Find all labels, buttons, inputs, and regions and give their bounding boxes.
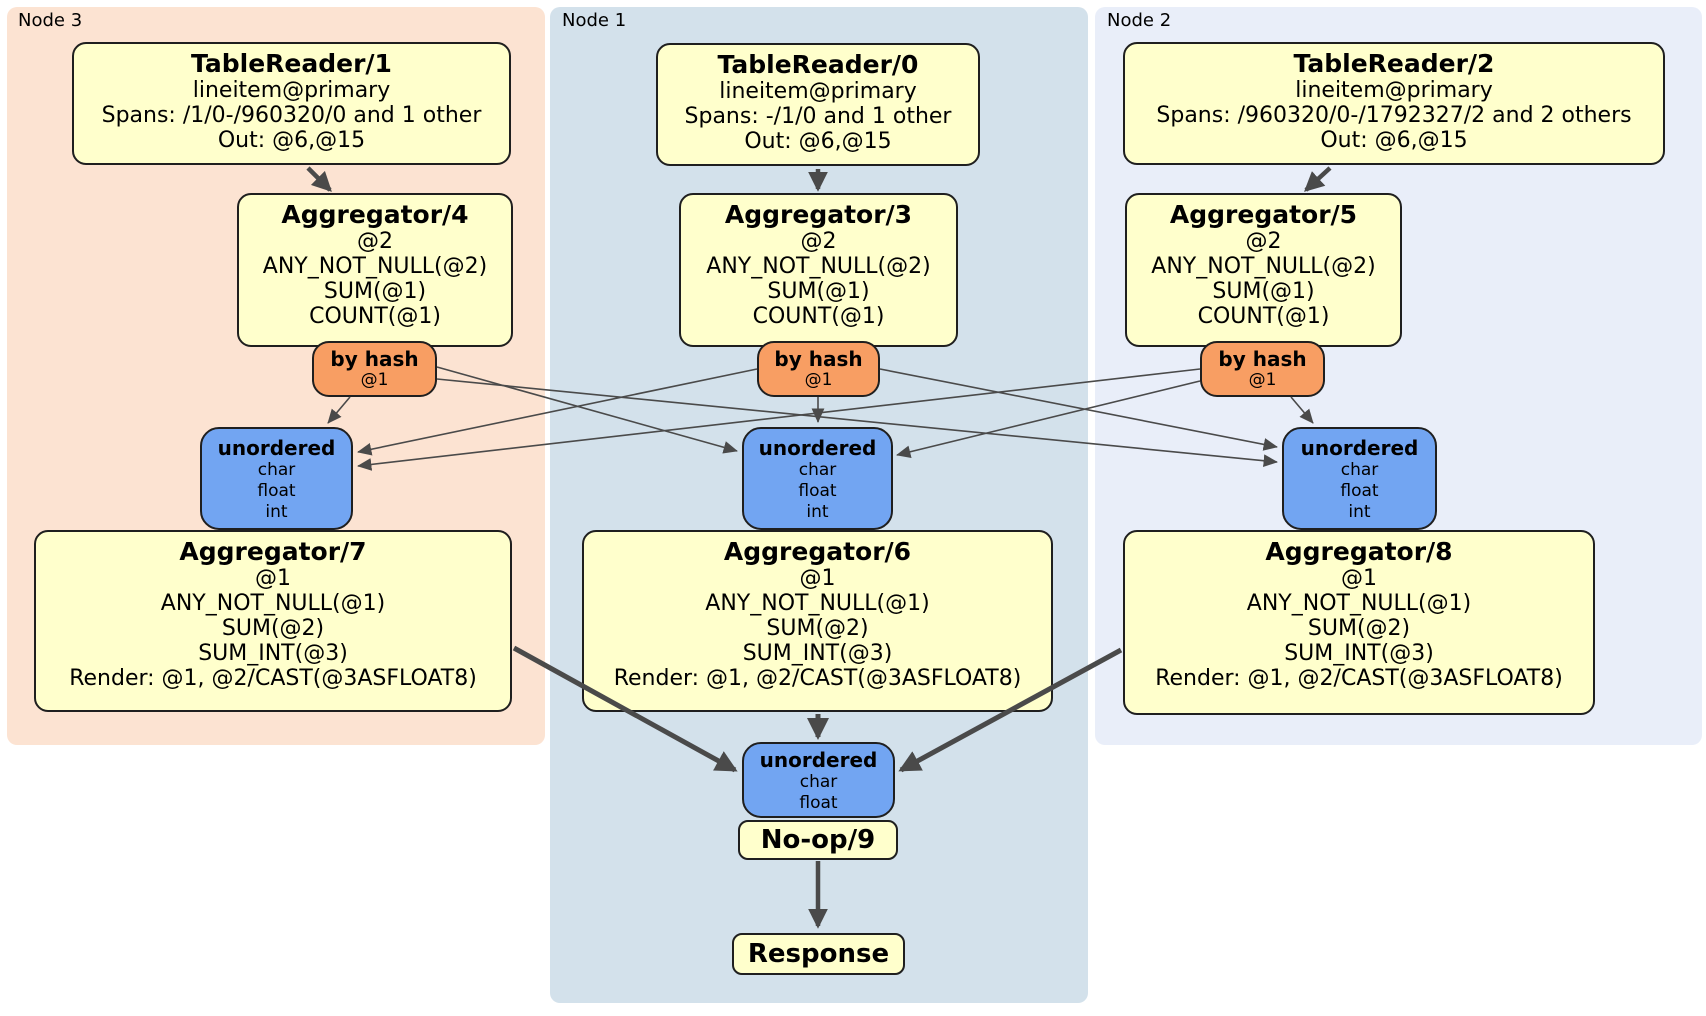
aggregator4-fn1: ANY_NOT_NULL(@2) [262,254,488,279]
tablereader1-index: lineitem@primary [192,78,391,103]
aggregator4-fn3: COUNT(@1) [309,304,441,329]
aggregator5-fn3: COUNT(@1) [1197,304,1330,329]
aggregator6-fn1: ANY_NOT_NULL(@1) [705,591,930,616]
node2-unordered-sync: unordered char float int [1282,427,1437,530]
tablereader2-index: lineitem@primary [1295,78,1493,103]
node3-hash-router-col: @1 [360,370,389,390]
aggregator3-fn2: SUM(@1) [767,279,870,304]
tablereader2-spans: Spans: /960320/0-/1792327/2 and 2 others [1156,103,1632,128]
output-sync-type-2: float [799,793,838,813]
aggregator8-title: Aggregator/8 [1265,537,1453,566]
aggregator7-fn2: SUM(@2) [221,616,325,641]
tablereader0-out: Out: @6,@15 [744,129,892,154]
tablereader0-title: TableReader/0 [717,50,919,79]
tablereader1-out: Out: @6,@15 [217,128,366,153]
node2-sync-title: unordered [1300,436,1419,460]
node1-hash-router-title: by hash [774,347,863,371]
output-sync-title: unordered [759,748,878,772]
aggregator5-group-cols: @2 [1245,229,1282,254]
aggregator7-title: Aggregator/7 [179,537,367,566]
response-title: Response [747,938,890,969]
aggregator5-fn2: SUM(@1) [1212,279,1315,304]
node3-sync-type-2: float [257,481,296,501]
node1-sync-type-1: char [798,460,837,480]
aggregator8-render: Render: @1, @2/CAST(@3ASFLOAT8) [1155,666,1563,691]
node2-hash-router-title: by hash [1218,347,1307,371]
aggregator4-fn2: SUM(@1) [323,279,427,304]
aggregator3-fn3: COUNT(@1) [752,304,885,329]
aggregator6-group-cols: @1 [799,566,836,591]
node2-sync-type-1: char [1340,460,1379,480]
node2-hash-router-col: @1 [1248,370,1277,390]
aggregator7-fn3: SUM_INT(@3) [198,641,348,666]
aggregator3-group-cols: @2 [800,229,837,254]
node3-hash-router-title: by hash [330,347,419,371]
aggregator6-fn2: SUM(@2) [766,616,869,641]
aggregator8-fn1: ANY_NOT_NULL(@1) [1246,591,1472,616]
aggregator5-box: Aggregator/5 @2 ANY_NOT_NULL(@2) SUM(@1)… [1125,193,1402,347]
aggregator8-box: Aggregator/8 @1 ANY_NOT_NULL(@1) SUM(@2)… [1123,530,1595,715]
response-box: Response [732,933,905,975]
node3-sync-type-1: char [257,460,296,480]
aggregator4-title: Aggregator/4 [281,200,469,229]
aggregator4-group-cols: @2 [357,229,393,254]
aggregator8-group-cols: @1 [1341,566,1377,591]
node1-hash-router: by hash @1 [757,341,880,397]
tablereader1-box: TableReader/1 lineitem@primary Spans: /1… [72,42,511,165]
aggregator7-render: Render: @1, @2/CAST(@3ASFLOAT8) [69,666,477,691]
node3-unordered-sync: unordered char float int [200,427,353,530]
aggregator6-render: Render: @1, @2/CAST(@3ASFLOAT8) [613,666,1022,691]
aggregator3-title: Aggregator/3 [724,200,913,229]
aggregator5-fn1: ANY_NOT_NULL(@2) [1151,254,1376,279]
aggregator7-group-cols: @1 [255,566,291,591]
aggregator5-title: Aggregator/5 [1169,200,1358,229]
node1-unordered-sync: unordered char float int [742,427,893,530]
tablereader2-box: TableReader/2 lineitem@primary Spans: /9… [1123,42,1665,165]
node2-sync-type-3: int [1348,502,1371,522]
tablereader1-spans: Spans: /1/0-/960320/0 and 1 other [101,103,482,128]
node1-sync-type-3: int [806,502,829,522]
aggregator6-fn3: SUM_INT(@3) [742,641,893,666]
node3-label: Node 3 [18,10,83,31]
aggregator6-title: Aggregator/6 [723,537,912,566]
aggregator3-box: Aggregator/3 @2 ANY_NOT_NULL(@2) SUM(@1)… [679,193,958,347]
node1-sync-title: unordered [758,436,877,460]
output-sync-type-1: char [799,772,838,792]
tablereader0-spans: Spans: -/1/0 and 1 other [684,104,952,129]
tablereader2-title: TableReader/2 [1293,49,1495,78]
tablereader1-title: TableReader/1 [191,49,392,78]
noop9-title: No-op/9 [760,824,876,855]
tablereader0-index: lineitem@primary [719,79,917,104]
output-unordered-sync: unordered char float [742,742,895,818]
aggregator4-box: Aggregator/4 @2 ANY_NOT_NULL(@2) SUM(@1)… [237,193,513,347]
node2-sync-type-2: float [1340,481,1379,501]
node1-label: Node 1 [562,10,627,31]
node3-sync-type-3: int [265,502,288,522]
aggregator7-box: Aggregator/7 @1 ANY_NOT_NULL(@1) SUM(@2)… [34,530,512,712]
tablereader0-box: TableReader/0 lineitem@primary Spans: -/… [656,43,980,166]
node3-hash-router: by hash @1 [312,341,437,397]
node2-hash-router: by hash @1 [1200,341,1325,397]
node2-label: Node 2 [1107,10,1172,31]
tablereader2-out: Out: @6,@15 [1320,128,1468,153]
aggregator8-fn3: SUM_INT(@3) [1284,641,1434,666]
aggregator7-fn1: ANY_NOT_NULL(@1) [160,591,386,616]
noop9-box: No-op/9 [738,820,898,860]
aggregator6-box: Aggregator/6 @1 ANY_NOT_NULL(@1) SUM(@2)… [582,530,1053,712]
node1-hash-router-col: @1 [804,370,833,390]
node1-sync-type-2: float [798,481,837,501]
aggregator3-fn1: ANY_NOT_NULL(@2) [706,254,931,279]
node3-sync-title: unordered [217,436,336,460]
aggregator8-fn2: SUM(@2) [1307,616,1411,641]
